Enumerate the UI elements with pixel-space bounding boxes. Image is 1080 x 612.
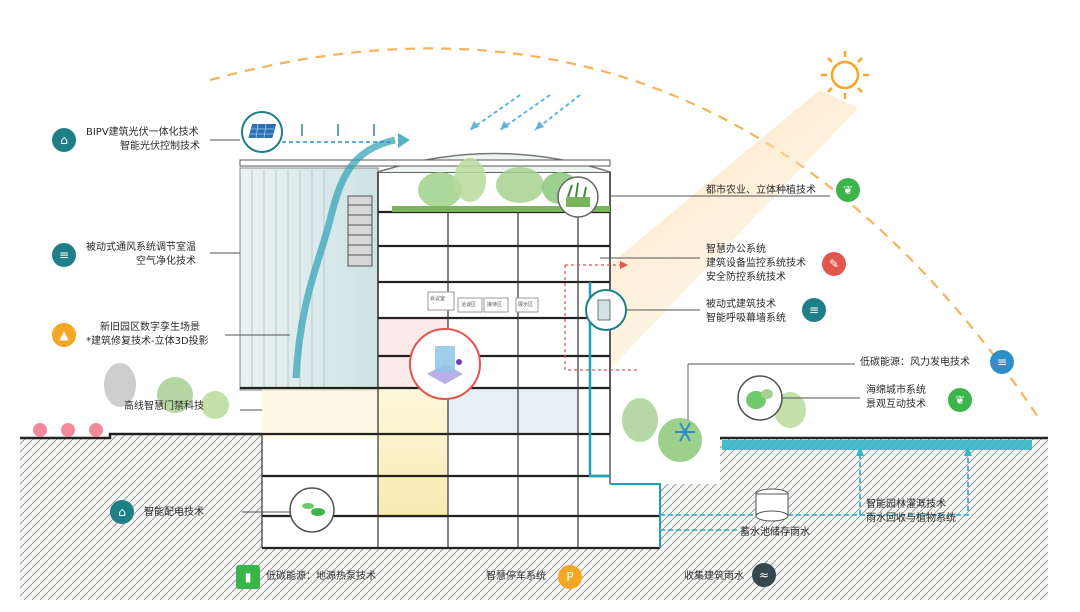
sun-path-arc bbox=[209, 47, 1041, 421]
house-solar-icon: ⌂ bbox=[52, 128, 76, 152]
ground-section bbox=[20, 434, 1048, 600]
agri-label: 都市农业、立体种植技术 bbox=[706, 185, 816, 196]
vertical-farming-icon bbox=[557, 176, 599, 218]
airflow-arrow bbox=[292, 136, 396, 379]
drain-label: 收集建筑雨水 bbox=[684, 571, 744, 582]
solar-panel-icon bbox=[241, 111, 283, 153]
building-icon: ▲ bbox=[52, 323, 76, 347]
power-label: 智能配电技术 bbox=[144, 507, 204, 518]
room-sign-3: 接待区 bbox=[487, 302, 503, 308]
wind-turbine-icon bbox=[675, 422, 695, 442]
sponge-city-icon bbox=[737, 375, 783, 421]
basement-plant-icon bbox=[289, 487, 335, 533]
staircase bbox=[347, 195, 373, 267]
room-sign-4: 展示区 bbox=[518, 302, 534, 308]
plant-icon: ❦ bbox=[948, 388, 972, 412]
sponge-label: 海绵城市系统景观互动技术 bbox=[866, 385, 926, 410]
house-power-icon: ⌂ bbox=[110, 500, 134, 524]
wind-icon: ≡ bbox=[990, 350, 1014, 374]
landscape-label: 智能园林灌溉技术雨水回收与植物系统 bbox=[866, 499, 956, 524]
leaf-icon: ❦ bbox=[836, 178, 860, 202]
chart-icon: ▮ bbox=[236, 565, 260, 589]
wind-label: 低碳能源：风力发电技术 bbox=[860, 357, 970, 368]
bipv-label: BIPV建筑光伏一体化技术智能光伏控制技术 bbox=[86, 127, 200, 152]
water-tank bbox=[755, 488, 789, 522]
parking-icon: P bbox=[558, 565, 582, 589]
geothermal-label: 低碳能源：地源热泵技术 bbox=[266, 571, 376, 582]
ventilation-label: 被动式通风系统调节室温空气净化技术 bbox=[86, 242, 196, 267]
wind-arrows bbox=[469, 94, 581, 131]
airflow-icon: ≡ bbox=[52, 243, 76, 267]
airflow-icon-right: ≡ bbox=[802, 298, 826, 322]
water-icon: ≈ bbox=[752, 563, 776, 587]
tank-label: 蓄水池储存雨水 bbox=[740, 527, 810, 538]
room-sign-2: 洽谈区 bbox=[461, 302, 477, 308]
digital-twin-hologram bbox=[409, 328, 481, 400]
sponge-water-layer bbox=[722, 440, 1032, 450]
document-icon: ✎ bbox=[822, 252, 846, 276]
leader-lines bbox=[210, 139, 860, 513]
passive-building-icon bbox=[585, 289, 627, 331]
parking-label: 智慧停车系统 bbox=[486, 571, 546, 582]
sun-icon bbox=[821, 51, 869, 99]
meeting-room-signs bbox=[427, 291, 539, 313]
water-flow-lines bbox=[660, 452, 969, 531]
pink-shrubs bbox=[33, 423, 103, 437]
office-label: 智慧办公系统建筑设备监控系统技术安全防控系统技术 bbox=[706, 244, 806, 283]
gate-label: 高线智慧门禁科技 bbox=[124, 401, 204, 412]
passive-label: 被动式建筑技术智能呼吸幕墙系统 bbox=[706, 299, 786, 324]
digital-twin-label: 新旧园区数字孪生场景*建筑修复技术-立体3D投影 bbox=[86, 322, 209, 347]
room-sign-1: 会议室 bbox=[430, 296, 446, 302]
